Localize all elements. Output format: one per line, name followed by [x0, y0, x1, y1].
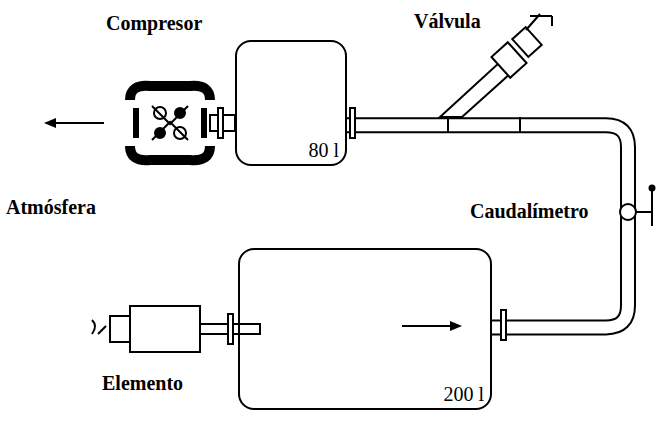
pipe-connector: [347, 125, 628, 327]
arrow-head: [44, 118, 56, 128]
capacity-label: 200 l: [443, 383, 484, 406]
part-label: Válvula: [414, 10, 481, 33]
part-label: Caudalímetro: [470, 200, 589, 223]
pipe-flange: [350, 108, 506, 340]
part-label: Atmósfera: [6, 196, 96, 219]
flow-arrow: [402, 325, 452, 327]
flowmeter-symbol: [620, 186, 655, 227]
compressor-symbol: [130, 86, 210, 160]
exhaust-arrow: [52, 122, 104, 124]
part-label: Elemento: [102, 372, 183, 395]
tank-box: 200 l: [238, 248, 492, 410]
arrow-head: [450, 321, 462, 331]
capacity-label: 80 l: [308, 139, 339, 162]
short-pipe: [210, 108, 235, 138]
tank-box: 80 l: [235, 40, 347, 166]
part-label: Compresor: [106, 12, 202, 35]
element-symbol: [92, 306, 260, 352]
